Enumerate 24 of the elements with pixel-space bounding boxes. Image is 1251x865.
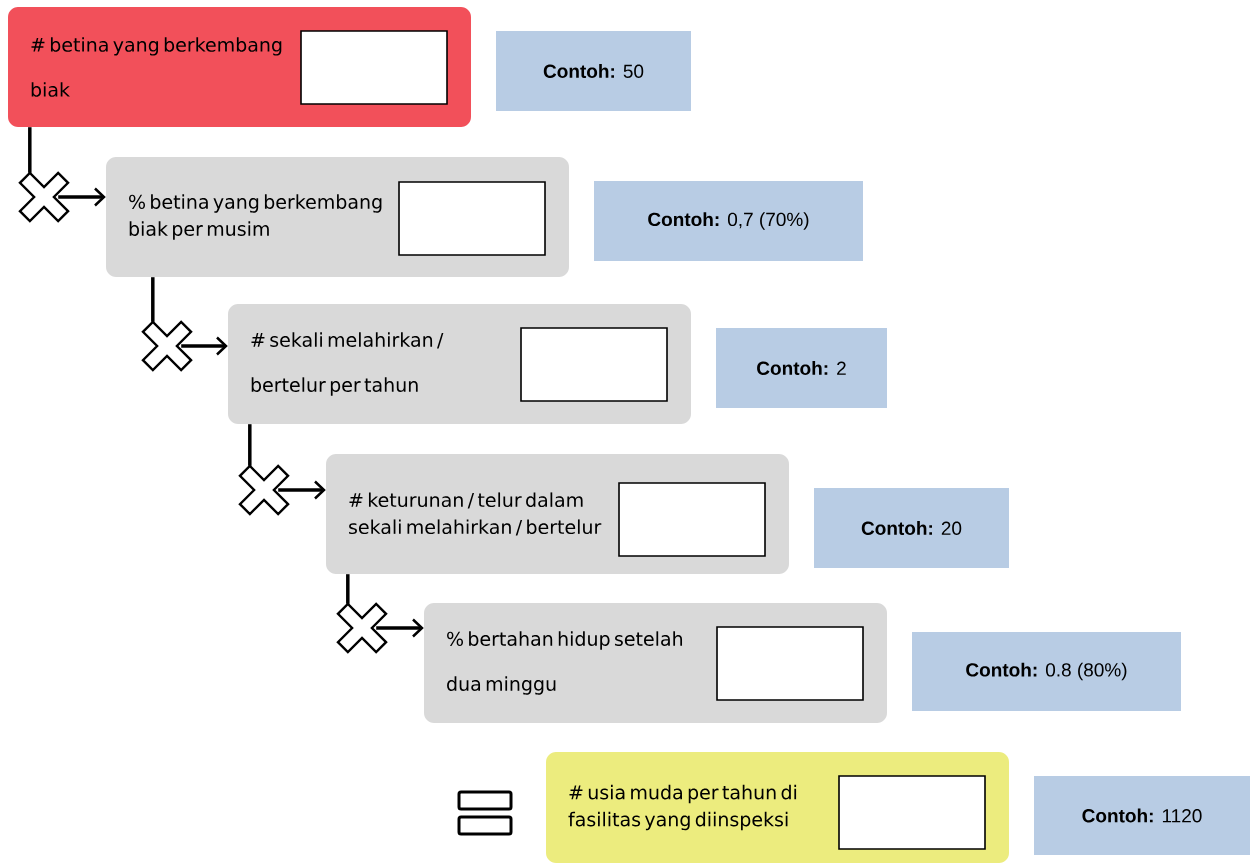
arrow	[58, 187, 106, 207]
multiply-sign	[238, 464, 290, 516]
connector-line	[248, 424, 252, 466]
answer-box	[838, 775, 986, 850]
example-box: Contoh: 0.8 (80%)	[912, 632, 1181, 711]
example-box: Contoh: 0,7 (70%)	[594, 181, 863, 261]
multiply-sign	[336, 602, 388, 654]
example-box: Contoh: 1120	[1034, 776, 1250, 855]
answer-box	[520, 327, 668, 402]
example-box: Contoh: 2	[716, 328, 887, 408]
arrow	[278, 480, 326, 500]
answer-box	[716, 626, 864, 701]
connector-line	[346, 574, 350, 604]
connector-line	[151, 277, 155, 322]
multiply-sign	[141, 320, 193, 372]
arrow	[181, 336, 228, 356]
answer-box	[398, 181, 546, 256]
multiply-sign	[18, 171, 70, 223]
answer-box	[618, 482, 766, 557]
example-box: Contoh: 50	[496, 31, 691, 111]
example-box: Contoh: 20	[814, 488, 1009, 568]
connector-line	[28, 127, 32, 173]
arrow	[376, 618, 424, 638]
answer-box	[300, 30, 448, 105]
